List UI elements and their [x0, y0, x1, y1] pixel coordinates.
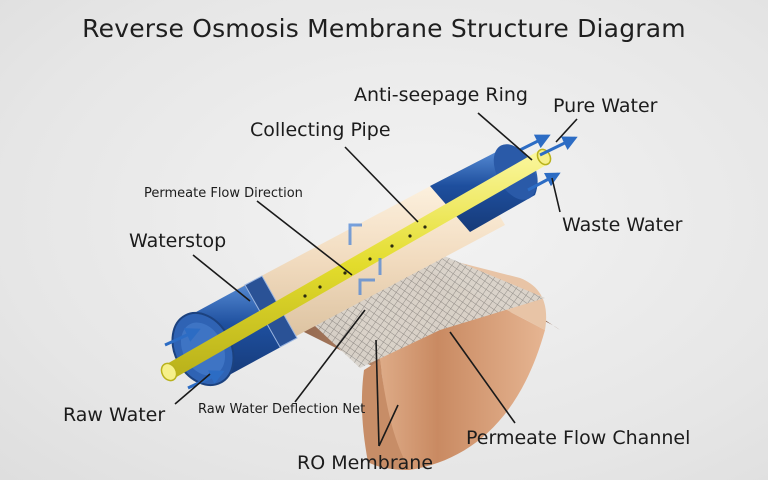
label-permeate-flow-channel: Permeate Flow Channel — [466, 427, 691, 449]
diagram-title: Reverse Osmosis Membrane Structure Diagr… — [82, 14, 686, 43]
label-permeate-flow-direction: Permeate Flow Direction — [144, 186, 303, 201]
leader-lines — [174, 112, 578, 447]
label-waste-water: Waste Water — [562, 214, 683, 236]
raw-water-deflection-net — [300, 250, 545, 368]
label-waterstop: Waterstop — [129, 230, 227, 252]
label-pure-water: Pure Water — [553, 95, 658, 117]
label-raw-water: Raw Water — [63, 404, 166, 426]
flow-arrows — [164, 134, 578, 390]
label-raw-water-deflection-net: Raw Water Deflection Net — [198, 402, 366, 417]
label-ro-membrane: RO Membrane — [297, 452, 434, 474]
label-anti-seepage-ring: Anti-seepage Ring — [354, 84, 528, 106]
collecting-pipe — [160, 148, 552, 382]
label-collecting-pipe: Collecting Pipe — [250, 119, 391, 141]
permeate-flow-arrows — [348, 223, 382, 295]
